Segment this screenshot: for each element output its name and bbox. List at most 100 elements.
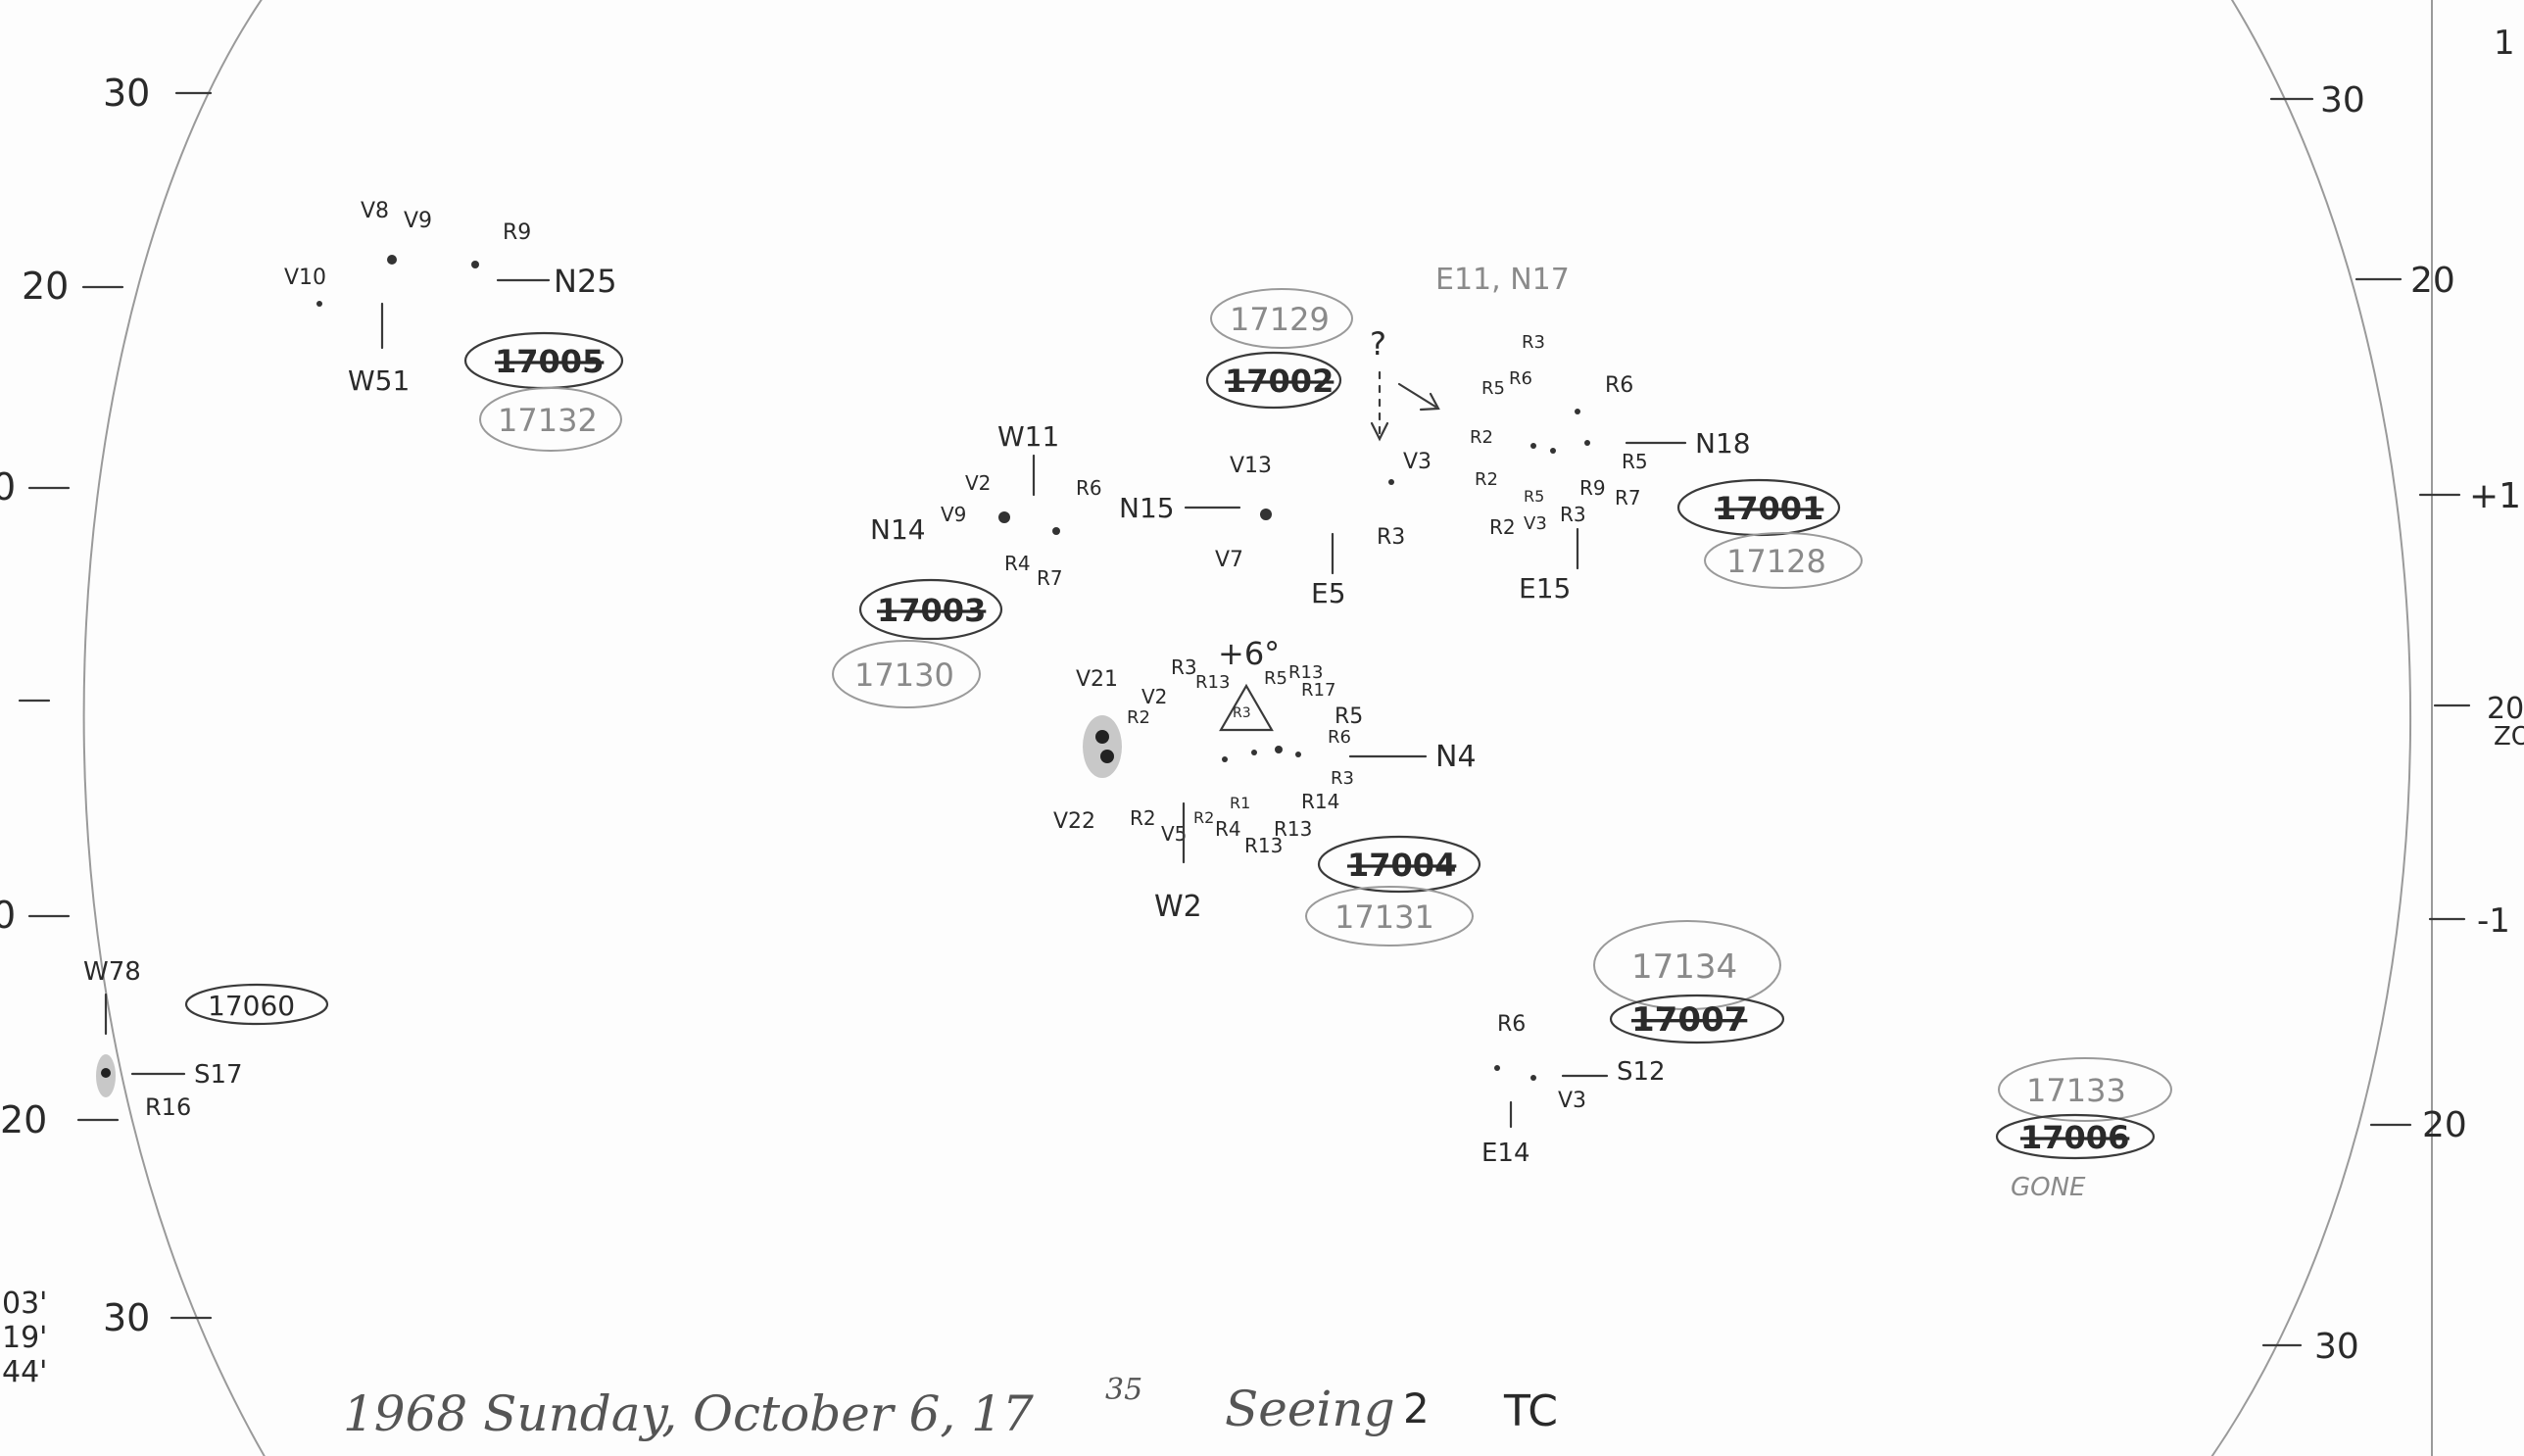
label: V13: [1230, 454, 1272, 478]
tick-label-right: 20: [2410, 261, 2455, 301]
new-number-ring: [1704, 532, 1863, 589]
label: V7: [1215, 548, 1243, 572]
label: V3: [1558, 1089, 1586, 1113]
label: W78: [83, 957, 141, 987]
label: R14: [1301, 790, 1339, 813]
label: E15: [1519, 572, 1571, 605]
label: R3: [1560, 503, 1586, 526]
old-number-ring: [858, 578, 1003, 641]
tick-label-right: 30: [2314, 1327, 2359, 1367]
spot: [1550, 448, 1556, 454]
spot: [1494, 1065, 1500, 1071]
label: R5: [1481, 378, 1505, 399]
group-g1: V10 V8 V9 R9 N25 W51 17005 17132: [284, 199, 624, 452]
spot: [1530, 443, 1536, 449]
new-number-ring: [479, 387, 622, 452]
label: R6: [1509, 368, 1532, 389]
label: R17: [1301, 680, 1335, 701]
arrow-right: [1397, 382, 1437, 409]
new-number: 17133: [2026, 1072, 2126, 1109]
old-number: 17007: [1631, 1000, 1747, 1040]
spot: [1222, 756, 1228, 762]
arrow-head: [1370, 421, 1389, 442]
label: R2: [1475, 469, 1498, 490]
label: N4: [1435, 740, 1477, 774]
new-number: 17130: [854, 656, 954, 694]
label: R13: [1195, 672, 1230, 693]
label: N18: [1695, 427, 1751, 460]
spot: [998, 511, 1010, 523]
new-number-ring: [1593, 920, 1781, 1010]
tick-label-left: 30: [103, 72, 150, 115]
spot: [1260, 509, 1272, 520]
label: V3: [1524, 513, 1547, 534]
tick-label-left: 30: [103, 1296, 150, 1339]
arrow-head: [1419, 392, 1440, 412]
spot: [1388, 479, 1394, 485]
group-number: 17060: [208, 990, 295, 1022]
new-number: 17131: [1335, 898, 1434, 936]
label: V22: [1053, 809, 1095, 834]
spot: [1575, 409, 1580, 414]
label: R1: [1230, 794, 1250, 812]
margin-note: 03': [2, 1286, 47, 1321]
label: R3: [1522, 332, 1545, 353]
label: R6: [1605, 373, 1633, 398]
observation-date: 1968 Sunday, October 6, 17: [343, 1385, 1034, 1442]
seeing-label: Seeing: [1225, 1381, 1395, 1437]
label: V3: [1403, 450, 1432, 474]
new-number: 17132: [498, 402, 598, 439]
label: R4: [1215, 817, 1241, 841]
label: R6: [1497, 1012, 1526, 1037]
tick-label-right: +1: [2469, 476, 2521, 516]
spot: [1530, 1075, 1536, 1081]
label: N25: [554, 263, 617, 300]
group-g6: +6° R3 V21 V2 R2 R13 R3 R5 R13 R17 R5 R6…: [1053, 635, 1481, 946]
label: R9: [503, 220, 531, 245]
new-number-ring: [832, 640, 981, 708]
label: E14: [1481, 1139, 1530, 1168]
label: R13: [1274, 817, 1312, 841]
label: R3: [1377, 525, 1405, 550]
old-number-ring: [1317, 835, 1481, 894]
label: R4: [1004, 552, 1031, 575]
spot: [1295, 752, 1301, 757]
label: S17: [194, 1060, 243, 1090]
new-number-ring: [1305, 886, 1474, 946]
label: R2: [1470, 427, 1493, 448]
tick-label-left: 0: [0, 465, 16, 509]
label: R3: [1331, 768, 1354, 789]
label: ?: [1370, 325, 1386, 363]
new-number-ring: [1998, 1057, 2172, 1122]
tick-label-right: 30: [2320, 80, 2365, 121]
new-number: 17134: [1631, 947, 1737, 987]
label: R5: [1524, 487, 1544, 506]
old-number-ring: [1995, 1113, 2156, 1160]
group-g5: E11, N17 R3 R5 R6 R6 R2 N18 R5 R2 R5 R9 …: [1435, 263, 1863, 605]
seeing-value: 2: [1403, 1384, 1430, 1432]
status-label: GONE: [2011, 1173, 2086, 1202]
label: V9: [941, 503, 966, 526]
solar-limb-left: [82, 0, 266, 1456]
umbra: [1100, 750, 1114, 763]
new-number: 17129: [1230, 301, 1330, 338]
penumbra: [1083, 715, 1122, 778]
label: R13: [1244, 834, 1283, 857]
label: R3: [1171, 655, 1197, 679]
tick-label-right: 20: [2487, 692, 2524, 726]
label: R6: [1328, 727, 1351, 748]
tick-label-left: 0: [0, 894, 16, 937]
label: N15: [1119, 492, 1175, 524]
label: V10: [284, 266, 326, 290]
label: V9: [404, 209, 432, 233]
label: V8: [361, 199, 389, 223]
label: R9: [1579, 476, 1606, 500]
label: N14: [870, 513, 926, 546]
group-g4: 17129 17002 ? V3 R3 E5: [1205, 288, 1440, 609]
umbra: [101, 1068, 111, 1078]
new-number: 17128: [1726, 543, 1826, 580]
group-g7: W78 S17 R16 17060: [83, 957, 329, 1121]
number-ring: [184, 983, 329, 1026]
scale-left: 30 20 0 0 20 30: [0, 72, 213, 1339]
